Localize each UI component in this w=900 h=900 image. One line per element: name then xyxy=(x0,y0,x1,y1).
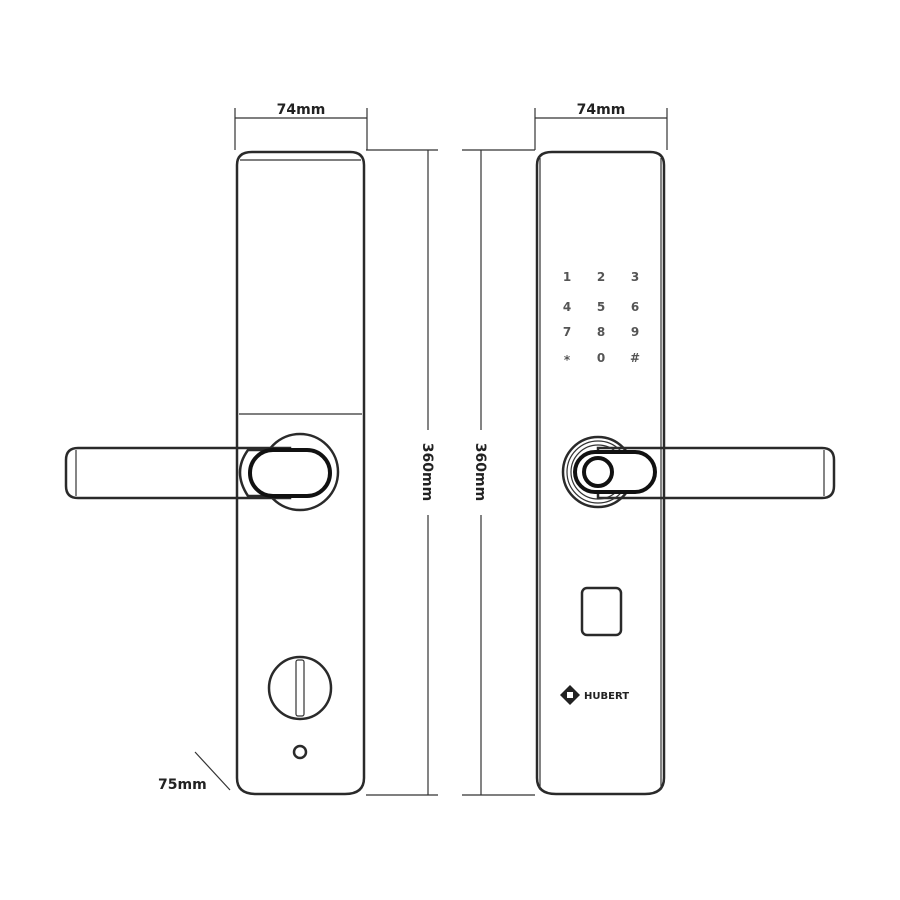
dimension-lines xyxy=(194,108,668,796)
key-5: 5 xyxy=(597,300,605,314)
interior-lock-panel xyxy=(64,150,366,796)
exterior-lock-panel xyxy=(535,150,836,796)
exterior-lever-handle xyxy=(596,446,836,500)
key-hole-icon xyxy=(292,744,308,760)
key-0: 0 xyxy=(597,351,605,365)
brand-logo-icon xyxy=(560,685,580,705)
depth-label: 75mm xyxy=(158,777,207,793)
brand-name: HUBERT xyxy=(584,691,629,702)
left-height-label: 360mm xyxy=(419,443,435,501)
keypad: 1 2 3 4 5 6 7 8 9 * 0 # xyxy=(563,270,640,367)
right-height-label: 360mm xyxy=(472,443,488,501)
key-6: 6 xyxy=(631,300,639,314)
key-star: * xyxy=(564,353,571,367)
key-9: 9 xyxy=(631,325,639,339)
key-8: 8 xyxy=(597,325,605,339)
right-width-label: 74mm xyxy=(577,102,626,118)
key-3: 3 xyxy=(631,270,639,284)
interior-lever-handle xyxy=(64,446,292,500)
thumb-turn xyxy=(267,655,333,721)
key-7: 7 xyxy=(563,325,571,339)
key-1: 1 xyxy=(563,270,571,284)
fingerprint-sensor xyxy=(580,586,623,637)
key-4: 4 xyxy=(563,300,571,314)
left-width-label: 74mm xyxy=(277,102,326,118)
key-hash: # xyxy=(630,351,640,365)
key-2: 2 xyxy=(597,270,605,284)
